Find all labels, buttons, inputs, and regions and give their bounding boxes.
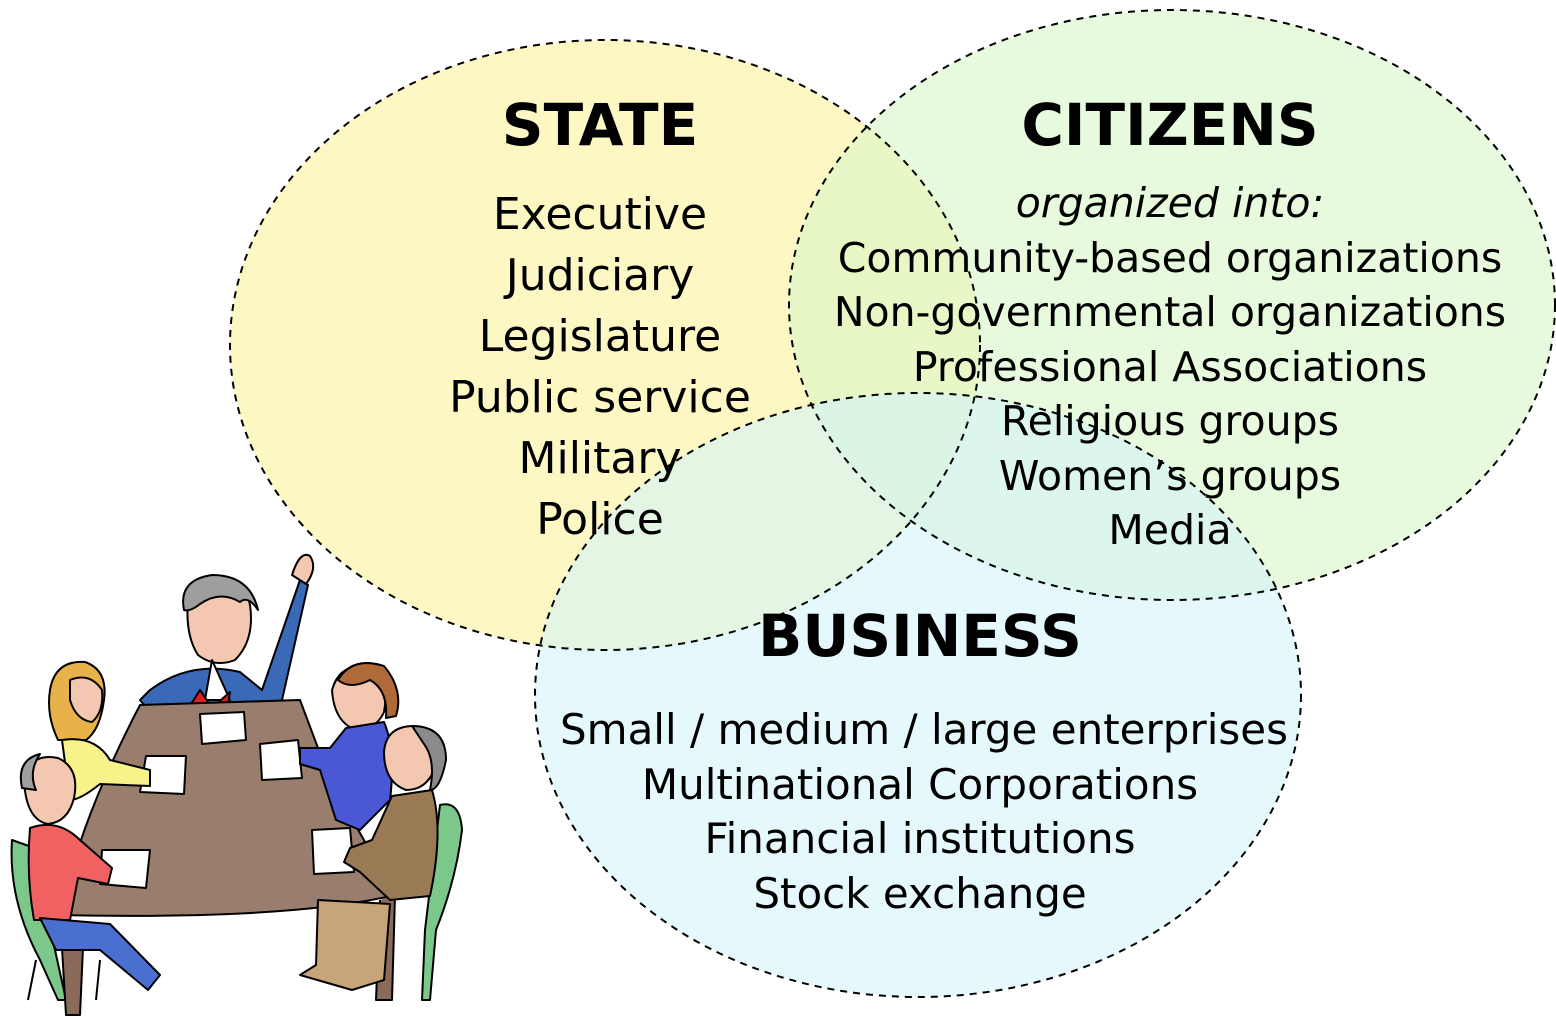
citizens-item: Women’s groups (998, 451, 1342, 500)
citizens-item: Religious groups (1001, 397, 1339, 445)
business-item: Multinational Corporations (641, 759, 1199, 809)
business-item: Small / medium / large enterprises (560, 705, 1288, 754)
state-item: Legislature (478, 311, 722, 362)
state-item: Military (518, 433, 682, 484)
meeting-clipart-icon (10, 553, 463, 1016)
state-item: Police (536, 494, 664, 545)
business-item: Stock exchange (753, 868, 1087, 918)
citizens-item: Media (1108, 506, 1232, 554)
citizens-outline (788, 9, 1556, 601)
citizens-subtitle: organized into: (1015, 179, 1325, 227)
citizens-block: CITIZENS organized into: Community-based… (810, 94, 1530, 558)
business-outline (534, 392, 1302, 998)
state-item: Public service (449, 372, 751, 423)
business-block: BUSINESS Small / medium / large enterpri… (560, 602, 1288, 921)
business-title: BUSINESS (758, 602, 1082, 670)
citizens-item: Community-based organizations (837, 233, 1503, 282)
state-item: Judiciary (505, 250, 695, 301)
state-item: Executive (492, 189, 708, 240)
citizens-title: CITIZENS (1021, 91, 1319, 159)
state-title: STATE (501, 91, 699, 159)
state-block: STATE Executive Judiciary Legislature Pu… (400, 94, 800, 550)
citizens-item: Non-governmental organizations (833, 288, 1507, 336)
citizens-item: Professional Associations (912, 342, 1428, 391)
business-circle (535, 393, 1301, 997)
business-item: Financial institutions (704, 814, 1136, 863)
state-outline (229, 39, 981, 651)
